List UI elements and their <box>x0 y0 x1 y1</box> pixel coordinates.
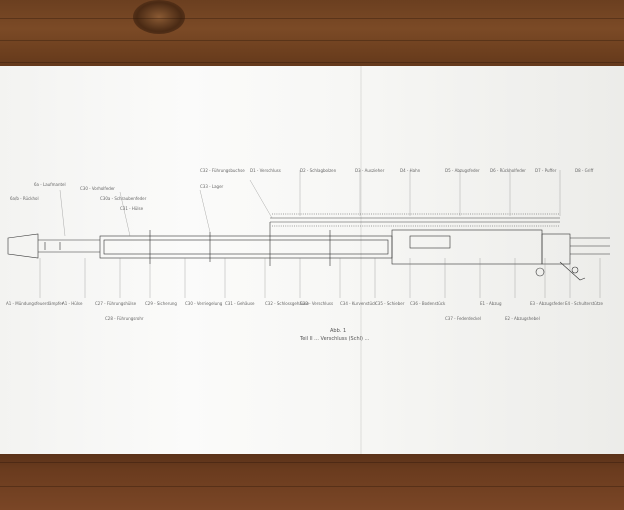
paper-sheet <box>0 66 624 454</box>
label-bottom: C34 - Kurvenstück <box>340 301 377 306</box>
label-top: 6a - Laufmantel <box>34 182 66 187</box>
technical-drawing <box>7 170 610 298</box>
label-top: C30a - Schraubenfeder <box>100 196 147 201</box>
bottom-leader-lines <box>39 258 601 298</box>
label-top: 6a/b - Rückhol <box>10 196 39 201</box>
receiver <box>99 222 393 266</box>
label-top: D4 - Hahn <box>400 168 421 173</box>
label-bottom: E3 - Abzugsfeder <box>530 301 565 306</box>
label-top: C31 - Hülse <box>120 206 144 211</box>
label-top: D1 - Verschluss <box>250 168 281 173</box>
label-top: D8 - Griff <box>575 168 594 173</box>
rear-assembly <box>391 229 610 281</box>
label-bottom: A1 - Mündungsfeuerdämpfer <box>6 301 64 306</box>
label-bottom: C37 - Federdeckel <box>445 316 481 321</box>
label-bottom: C35 - Schieber <box>375 301 405 306</box>
wood-knot <box>133 0 185 34</box>
recoil-spring <box>270 213 560 227</box>
wood-grain-line <box>0 486 624 487</box>
label-top: D2 - Schlagbolzen <box>300 168 337 173</box>
label-top: D6 - Rückholfeder <box>490 168 526 173</box>
label-top: C33 - Lager <box>200 184 224 189</box>
wood-grain-line <box>0 18 624 19</box>
figure-caption-text: Teil II ... Verschluss (Schl) ... <box>300 336 370 342</box>
label-bottom: E1 - Abzug <box>480 301 502 306</box>
label-bottom: C31 - Gehäuse <box>225 301 255 306</box>
paper-fold <box>360 66 362 454</box>
wood-grain-line <box>0 40 624 41</box>
label-bottom: C33 - Verschluss <box>300 301 334 306</box>
figure-caption-number: Abb. 1 <box>330 328 347 334</box>
label-top: D5 - Abzugsfeder <box>445 168 480 173</box>
label-bottom: C28 - Führungsrohr <box>105 316 144 321</box>
flash-hider <box>7 233 100 259</box>
label-bottom: E4 - Schulterstütze <box>565 301 603 306</box>
label-top: C30 - Vorholfeder <box>80 186 115 191</box>
label-bottom: E2 - Abzugshebel <box>505 316 540 321</box>
top-leader-lines <box>59 170 561 237</box>
label-bottom: C30 - Verriegelung <box>185 301 223 306</box>
label-top: D3 - Auszieher <box>355 168 385 173</box>
label-bottom: C32 - Schlossgehäuse <box>265 301 309 306</box>
label-bottom: C29 - Sicherung <box>145 301 177 306</box>
wood-grain-line <box>0 462 624 463</box>
label-top: D7 - Puffer <box>535 168 557 173</box>
label-bottom: C27 - Führungshülse <box>95 301 137 306</box>
label-bottom: A1 - Hülse <box>62 301 83 306</box>
wood-grain-line <box>0 62 624 63</box>
label-top: C32 - Führungsbuchse <box>200 168 245 173</box>
label-bottom: C36 - Bodenstück <box>410 301 446 306</box>
